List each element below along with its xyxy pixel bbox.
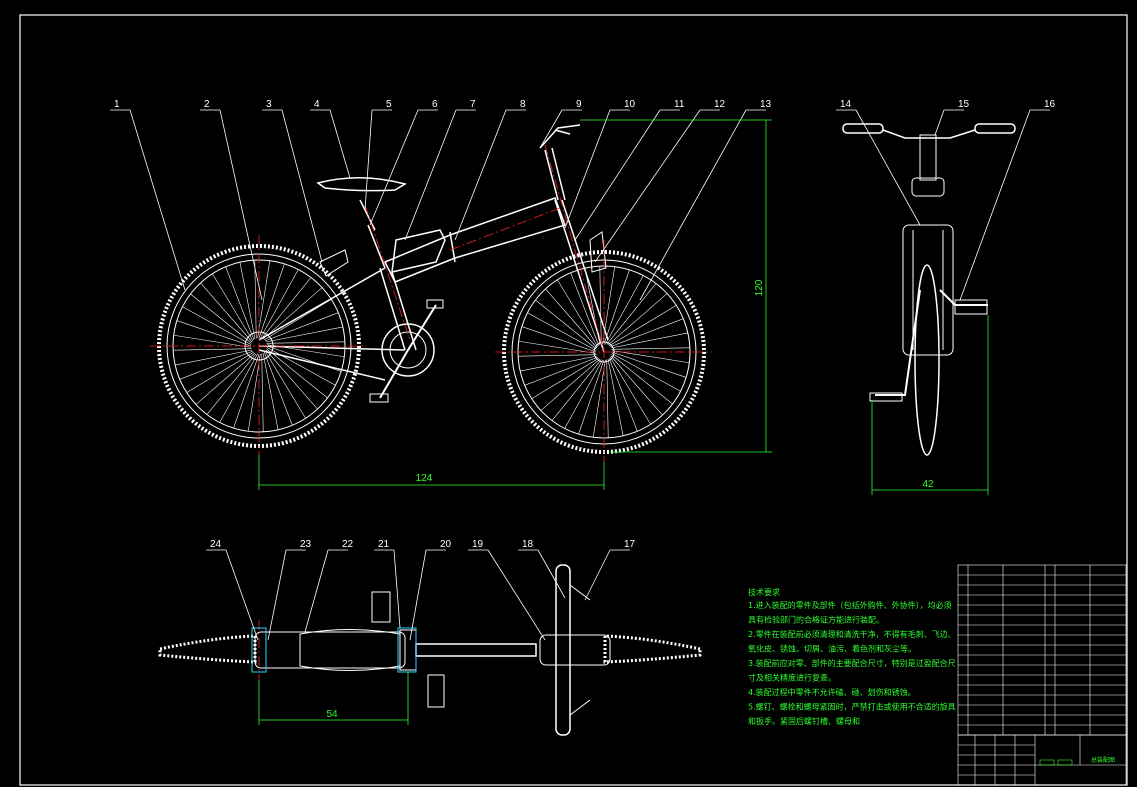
note-line: 5.螺钉、螺栓和螺母紧固时，严禁打击或使用不合适的旋具: [748, 702, 956, 712]
handlebar-top: [555, 564, 571, 736]
balloon-label: 1: [114, 99, 120, 110]
title-block: [957, 734, 1127, 786]
dim-height: 120: [754, 279, 765, 296]
dimensions: [258, 119, 989, 725]
drawing-border: [19, 14, 1128, 786]
balloon-label: 7: [470, 99, 476, 110]
balloon-label: 5: [386, 99, 392, 110]
balloon-label: 17: [624, 539, 636, 550]
front-tire: [914, 264, 940, 456]
grip-right: [974, 123, 1016, 134]
note-line: 氧化皮、锈蚀、切屑、油污、着色剂和灰尘等。: [748, 644, 916, 654]
leader-lines: [110, 109, 1050, 641]
balloon-label: 11: [674, 99, 685, 110]
balloon-label: 15: [958, 99, 970, 110]
dim-wheelbase: 124: [416, 473, 433, 484]
note-line: 4.装配过程中零件不允许磕、碰、划伤和锈蚀。: [748, 687, 916, 697]
balloon-label: 13: [760, 99, 772, 110]
balloon-label: 8: [520, 99, 526, 110]
balloon-label: 19: [472, 539, 484, 550]
note-line: 1.进入装配的零件及部件（包括外购件、外协件），均必须: [748, 600, 952, 610]
center-lines: [150, 144, 712, 462]
note-line: 和扳手。紧固后螺钉槽、螺母和: [748, 716, 860, 726]
balloon-label: 2: [204, 99, 210, 110]
balloon-label: 6: [432, 99, 438, 110]
pedal-top: [371, 591, 391, 623]
chainring: [381, 323, 435, 377]
balloon-label: 21: [378, 539, 390, 550]
balloon-label: 9: [576, 99, 582, 110]
handlebar: [539, 124, 581, 149]
balloon-label: 3: [266, 99, 272, 110]
balloon-label: 18: [522, 539, 534, 550]
technical-notes: 技术要求 1.进入装配的零件及部件（包括外购件、外协件），均必须具有检验部门的合…: [748, 587, 956, 726]
balloon-label: 16: [1044, 99, 1056, 110]
pedal: [369, 393, 389, 403]
parts-list: [957, 564, 1127, 736]
balloon-label: 24: [210, 539, 222, 550]
note-line: 3.装配前应对零、部件的主要配合尺寸，特别是过盈配合尺: [748, 658, 956, 668]
dim-front-width: 42: [922, 479, 934, 490]
dim-top-length: 54: [326, 709, 338, 720]
grip-left: [842, 123, 884, 134]
bike-frame: [258, 147, 609, 381]
side-view: [157, 124, 706, 454]
rear-tire-top: [158, 634, 257, 664]
balloon-label: 14: [840, 99, 852, 110]
balloon-label: 22: [342, 539, 354, 550]
notes-title: 技术要求: [748, 587, 780, 597]
note-line: 2.零件在装配前必须清理和清洗干净，不得有毛刺、飞边、: [748, 629, 956, 639]
balloon-label: 4: [314, 99, 320, 110]
front-tire-top: [603, 634, 702, 664]
note-line: 具有检验部门的合格证方能进行装配。: [748, 615, 884, 625]
front-view: [842, 123, 1016, 456]
balloon-label: 12: [714, 99, 726, 110]
note-line: 寸及相关精度进行复查。: [748, 673, 836, 683]
top-view: [158, 564, 702, 736]
saddle: [316, 177, 407, 192]
drawing-name: 总装配图: [1091, 756, 1115, 764]
balloon-label: 23: [300, 539, 312, 550]
balloon-label: 10: [624, 99, 636, 110]
balloon-label: 20: [440, 539, 452, 550]
